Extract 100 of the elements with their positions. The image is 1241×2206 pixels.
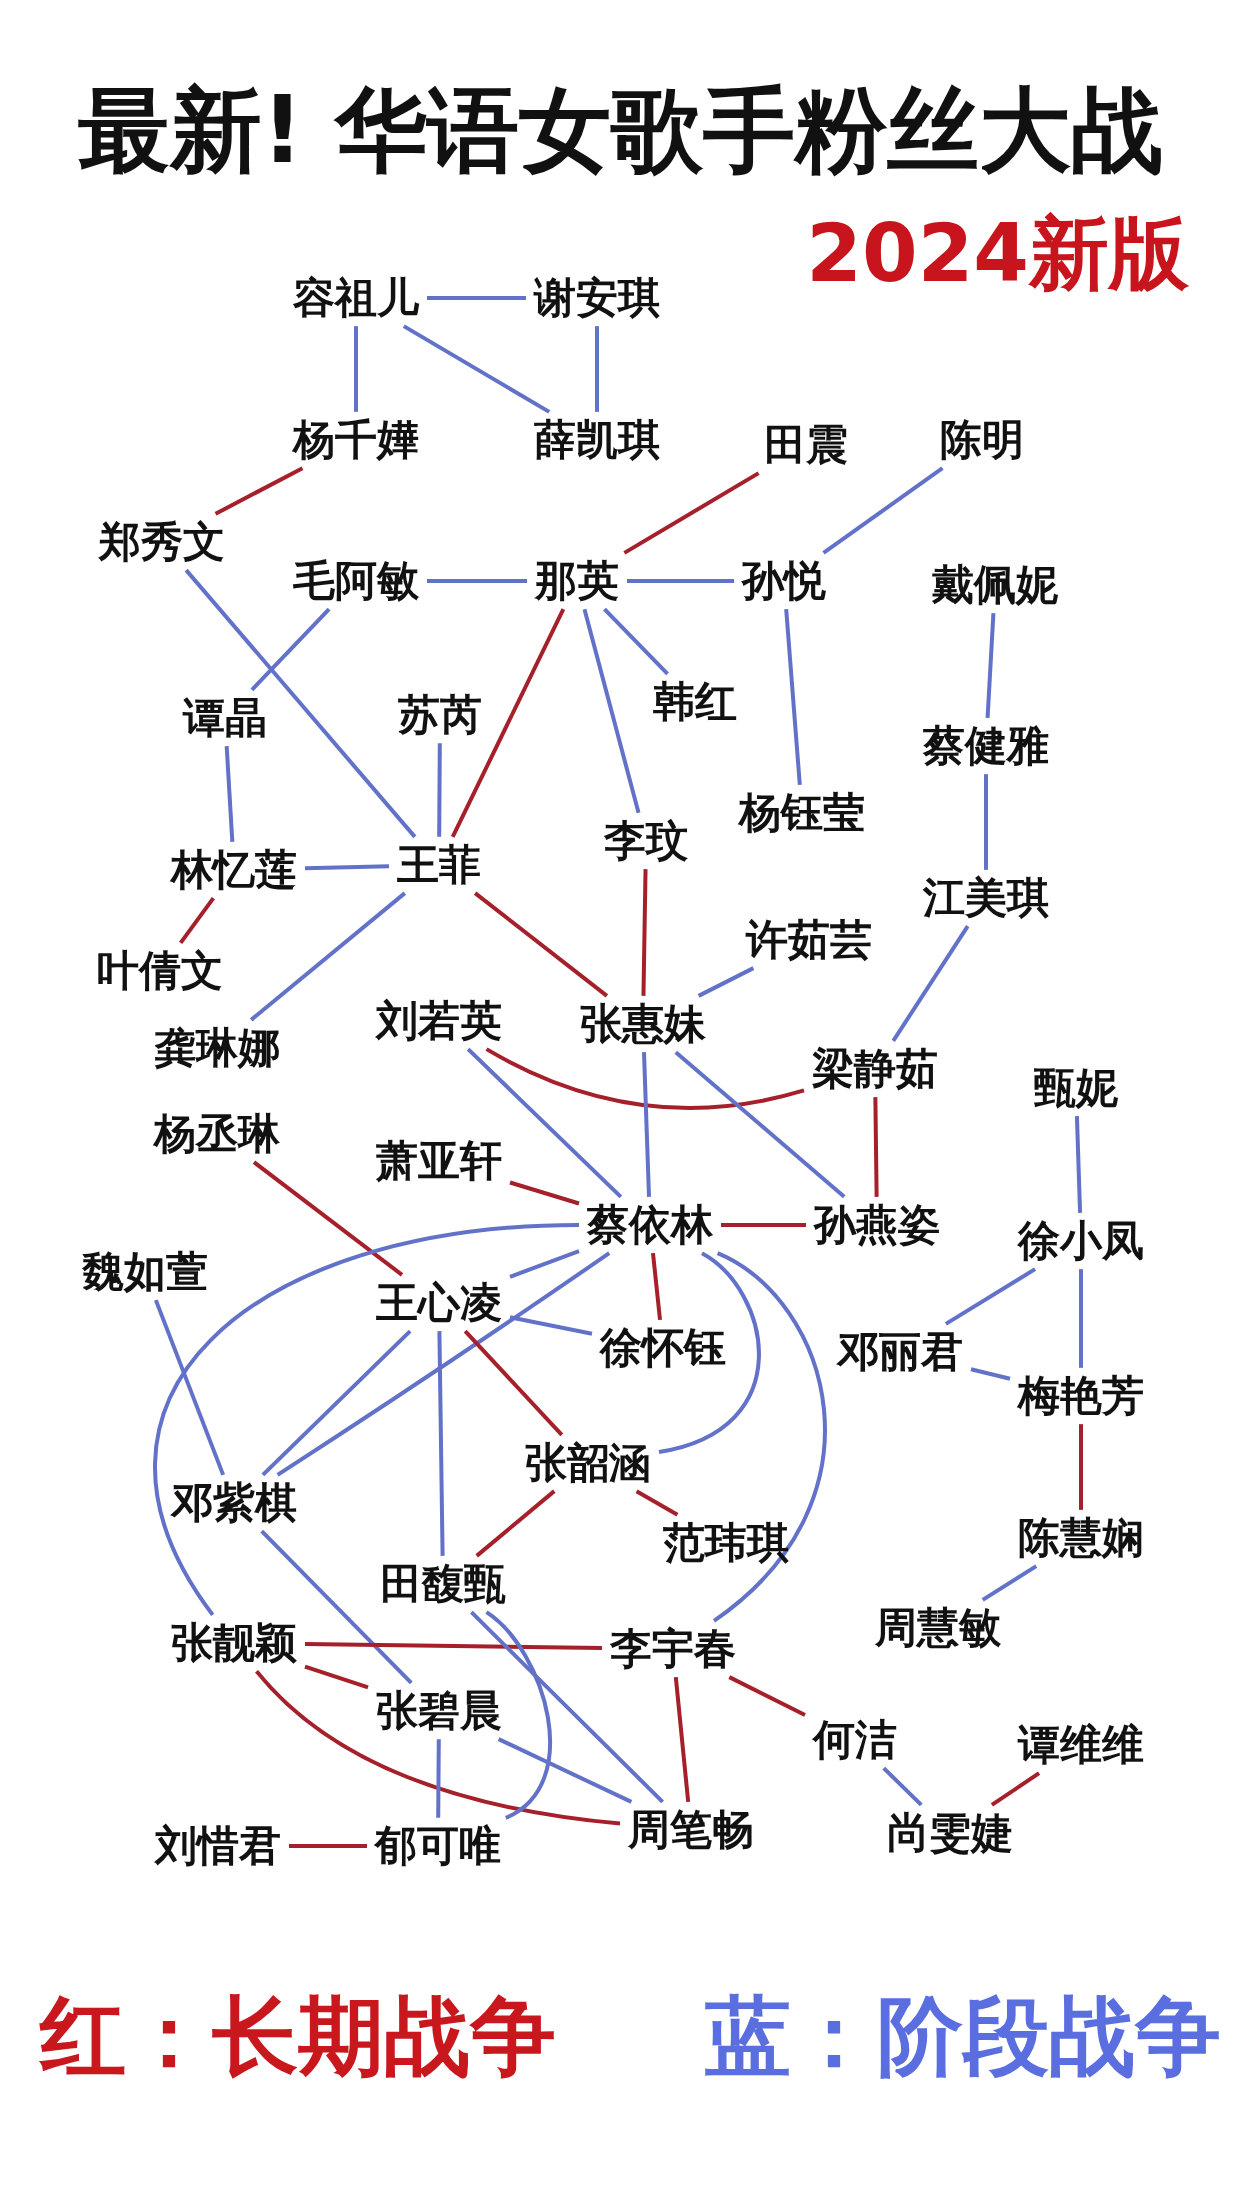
singer-name: 龚琳娜 bbox=[152, 1023, 282, 1073]
singer-name: 张惠妹 bbox=[578, 999, 708, 1049]
relation-line bbox=[485, 1610, 552, 1820]
singer-name: 谭维维 bbox=[1016, 1720, 1146, 1770]
relation-line bbox=[985, 613, 996, 718]
legend-item: 红：长期战争 bbox=[40, 1985, 556, 2088]
relation-line bbox=[304, 864, 390, 871]
singer-name: 魏如萱 bbox=[80, 1247, 210, 1297]
relation-line bbox=[697, 966, 755, 998]
singer-name: 江美琪 bbox=[921, 873, 1051, 923]
legend-item: 蓝：阶段战争 bbox=[705, 1985, 1221, 2088]
relation-line bbox=[984, 774, 988, 870]
relation-line bbox=[184, 568, 417, 839]
singer-name: 林忆莲 bbox=[169, 845, 299, 895]
singer-name: 周慧敏 bbox=[873, 1603, 1003, 1653]
relation-line bbox=[990, 1771, 1041, 1807]
singer-name: 蔡依林 bbox=[585, 1200, 715, 1250]
relation-line bbox=[891, 925, 970, 1042]
singer-name: 徐怀钰 bbox=[598, 1323, 728, 1373]
relation-line bbox=[473, 891, 609, 998]
singer-name: 薛凯琪 bbox=[532, 415, 662, 465]
relation-line bbox=[882, 1766, 923, 1807]
singer-name: 郁可唯 bbox=[373, 1821, 503, 1871]
relation-line bbox=[674, 1050, 846, 1199]
relation-line bbox=[304, 1641, 603, 1651]
singer-name: 容祖儿 bbox=[291, 273, 421, 323]
relation-line bbox=[822, 466, 944, 555]
relation-line bbox=[485, 1047, 805, 1110]
singer-name: 田震 bbox=[762, 420, 850, 470]
singer-name: 毛阿敏 bbox=[291, 556, 421, 606]
relation-line bbox=[475, 1489, 556, 1558]
singer-name: 杨丞琳 bbox=[152, 1109, 282, 1159]
relation-line bbox=[642, 1052, 651, 1197]
relation-line bbox=[437, 743, 442, 837]
relation-line bbox=[1079, 1424, 1083, 1510]
singer-name: 王菲 bbox=[395, 840, 483, 890]
relation-line bbox=[981, 1564, 1038, 1602]
relation-line bbox=[1074, 1116, 1083, 1213]
singer-name: 邓紫棋 bbox=[169, 1478, 299, 1528]
singer-name: 田馥甄 bbox=[378, 1559, 508, 1609]
singer-name: 孙悦 bbox=[740, 556, 828, 606]
singer-name: 张靓颖 bbox=[169, 1618, 299, 1668]
singer-name: 陈明 bbox=[938, 415, 1026, 465]
relation-line bbox=[673, 1676, 691, 1803]
singer-name: 孙燕姿 bbox=[812, 1200, 942, 1250]
singer-name: 刘若英 bbox=[374, 996, 504, 1046]
relation-line bbox=[179, 896, 215, 945]
singer-name: 张韶涵 bbox=[523, 1438, 653, 1488]
relation-line bbox=[402, 324, 551, 414]
singer-name: 杨千嬅 bbox=[291, 415, 421, 465]
singer-name: 何洁 bbox=[811, 1715, 899, 1765]
singer-name: 甄妮 bbox=[1032, 1063, 1120, 1113]
relation-line bbox=[623, 471, 760, 555]
relation-line bbox=[252, 1160, 404, 1277]
singer-name: 梅艳芳 bbox=[1016, 1371, 1146, 1421]
singer-name: 张碧晨 bbox=[374, 1686, 504, 1736]
relation-line bbox=[354, 326, 358, 412]
relation-line bbox=[153, 1223, 580, 1616]
singer-name: 李玟 bbox=[602, 816, 690, 866]
relation-line bbox=[582, 608, 641, 814]
relation-line bbox=[784, 609, 802, 785]
relation-line bbox=[250, 607, 331, 692]
relation-line bbox=[970, 1367, 1011, 1381]
singer-name: 徐小凤 bbox=[1016, 1216, 1146, 1266]
singer-name: 苏芮 bbox=[396, 690, 484, 740]
relation-line bbox=[154, 1299, 225, 1476]
singer-name: 叶倩文 bbox=[95, 946, 225, 996]
singer-name: 蔡健雅 bbox=[921, 721, 1051, 771]
relation-line bbox=[1079, 1269, 1083, 1368]
relation-line bbox=[641, 869, 648, 996]
edition-label: 2024新版 bbox=[806, 210, 1189, 298]
singer-name: 许茹芸 bbox=[744, 915, 874, 965]
singer-name: 韩红 bbox=[651, 677, 739, 727]
singer-name: 梁静茹 bbox=[810, 1044, 940, 1094]
singer-name: 杨钰莹 bbox=[737, 788, 867, 838]
singer-name: 陈慧娴 bbox=[1016, 1513, 1146, 1563]
relation-line bbox=[509, 1315, 593, 1336]
relation-line bbox=[658, 1251, 761, 1454]
relation-line bbox=[289, 1844, 367, 1848]
relation-line bbox=[214, 466, 304, 516]
relation-line bbox=[276, 1251, 611, 1477]
relation-line bbox=[497, 1737, 633, 1804]
relation-line bbox=[873, 1097, 879, 1197]
relation-line bbox=[635, 1489, 679, 1517]
relation-line bbox=[260, 1529, 413, 1685]
singer-name: 郑秀文 bbox=[97, 517, 227, 567]
relation-line bbox=[627, 579, 734, 583]
singer-name: 范玮琪 bbox=[661, 1518, 791, 1568]
relation-line bbox=[651, 1252, 662, 1321]
relation-line bbox=[427, 296, 526, 300]
relation-line bbox=[603, 607, 669, 676]
title: 最新! 华语女歌手粉丝大战 bbox=[76, 78, 1165, 184]
relation-line bbox=[249, 891, 407, 1022]
singer-name: 周笔畅 bbox=[626, 1805, 756, 1855]
relation-line bbox=[721, 1223, 806, 1227]
relation-line bbox=[509, 1249, 580, 1279]
relation-line bbox=[509, 1180, 580, 1206]
relation-line bbox=[466, 1047, 623, 1199]
relation-line bbox=[261, 1329, 412, 1477]
relation-line bbox=[450, 608, 566, 838]
